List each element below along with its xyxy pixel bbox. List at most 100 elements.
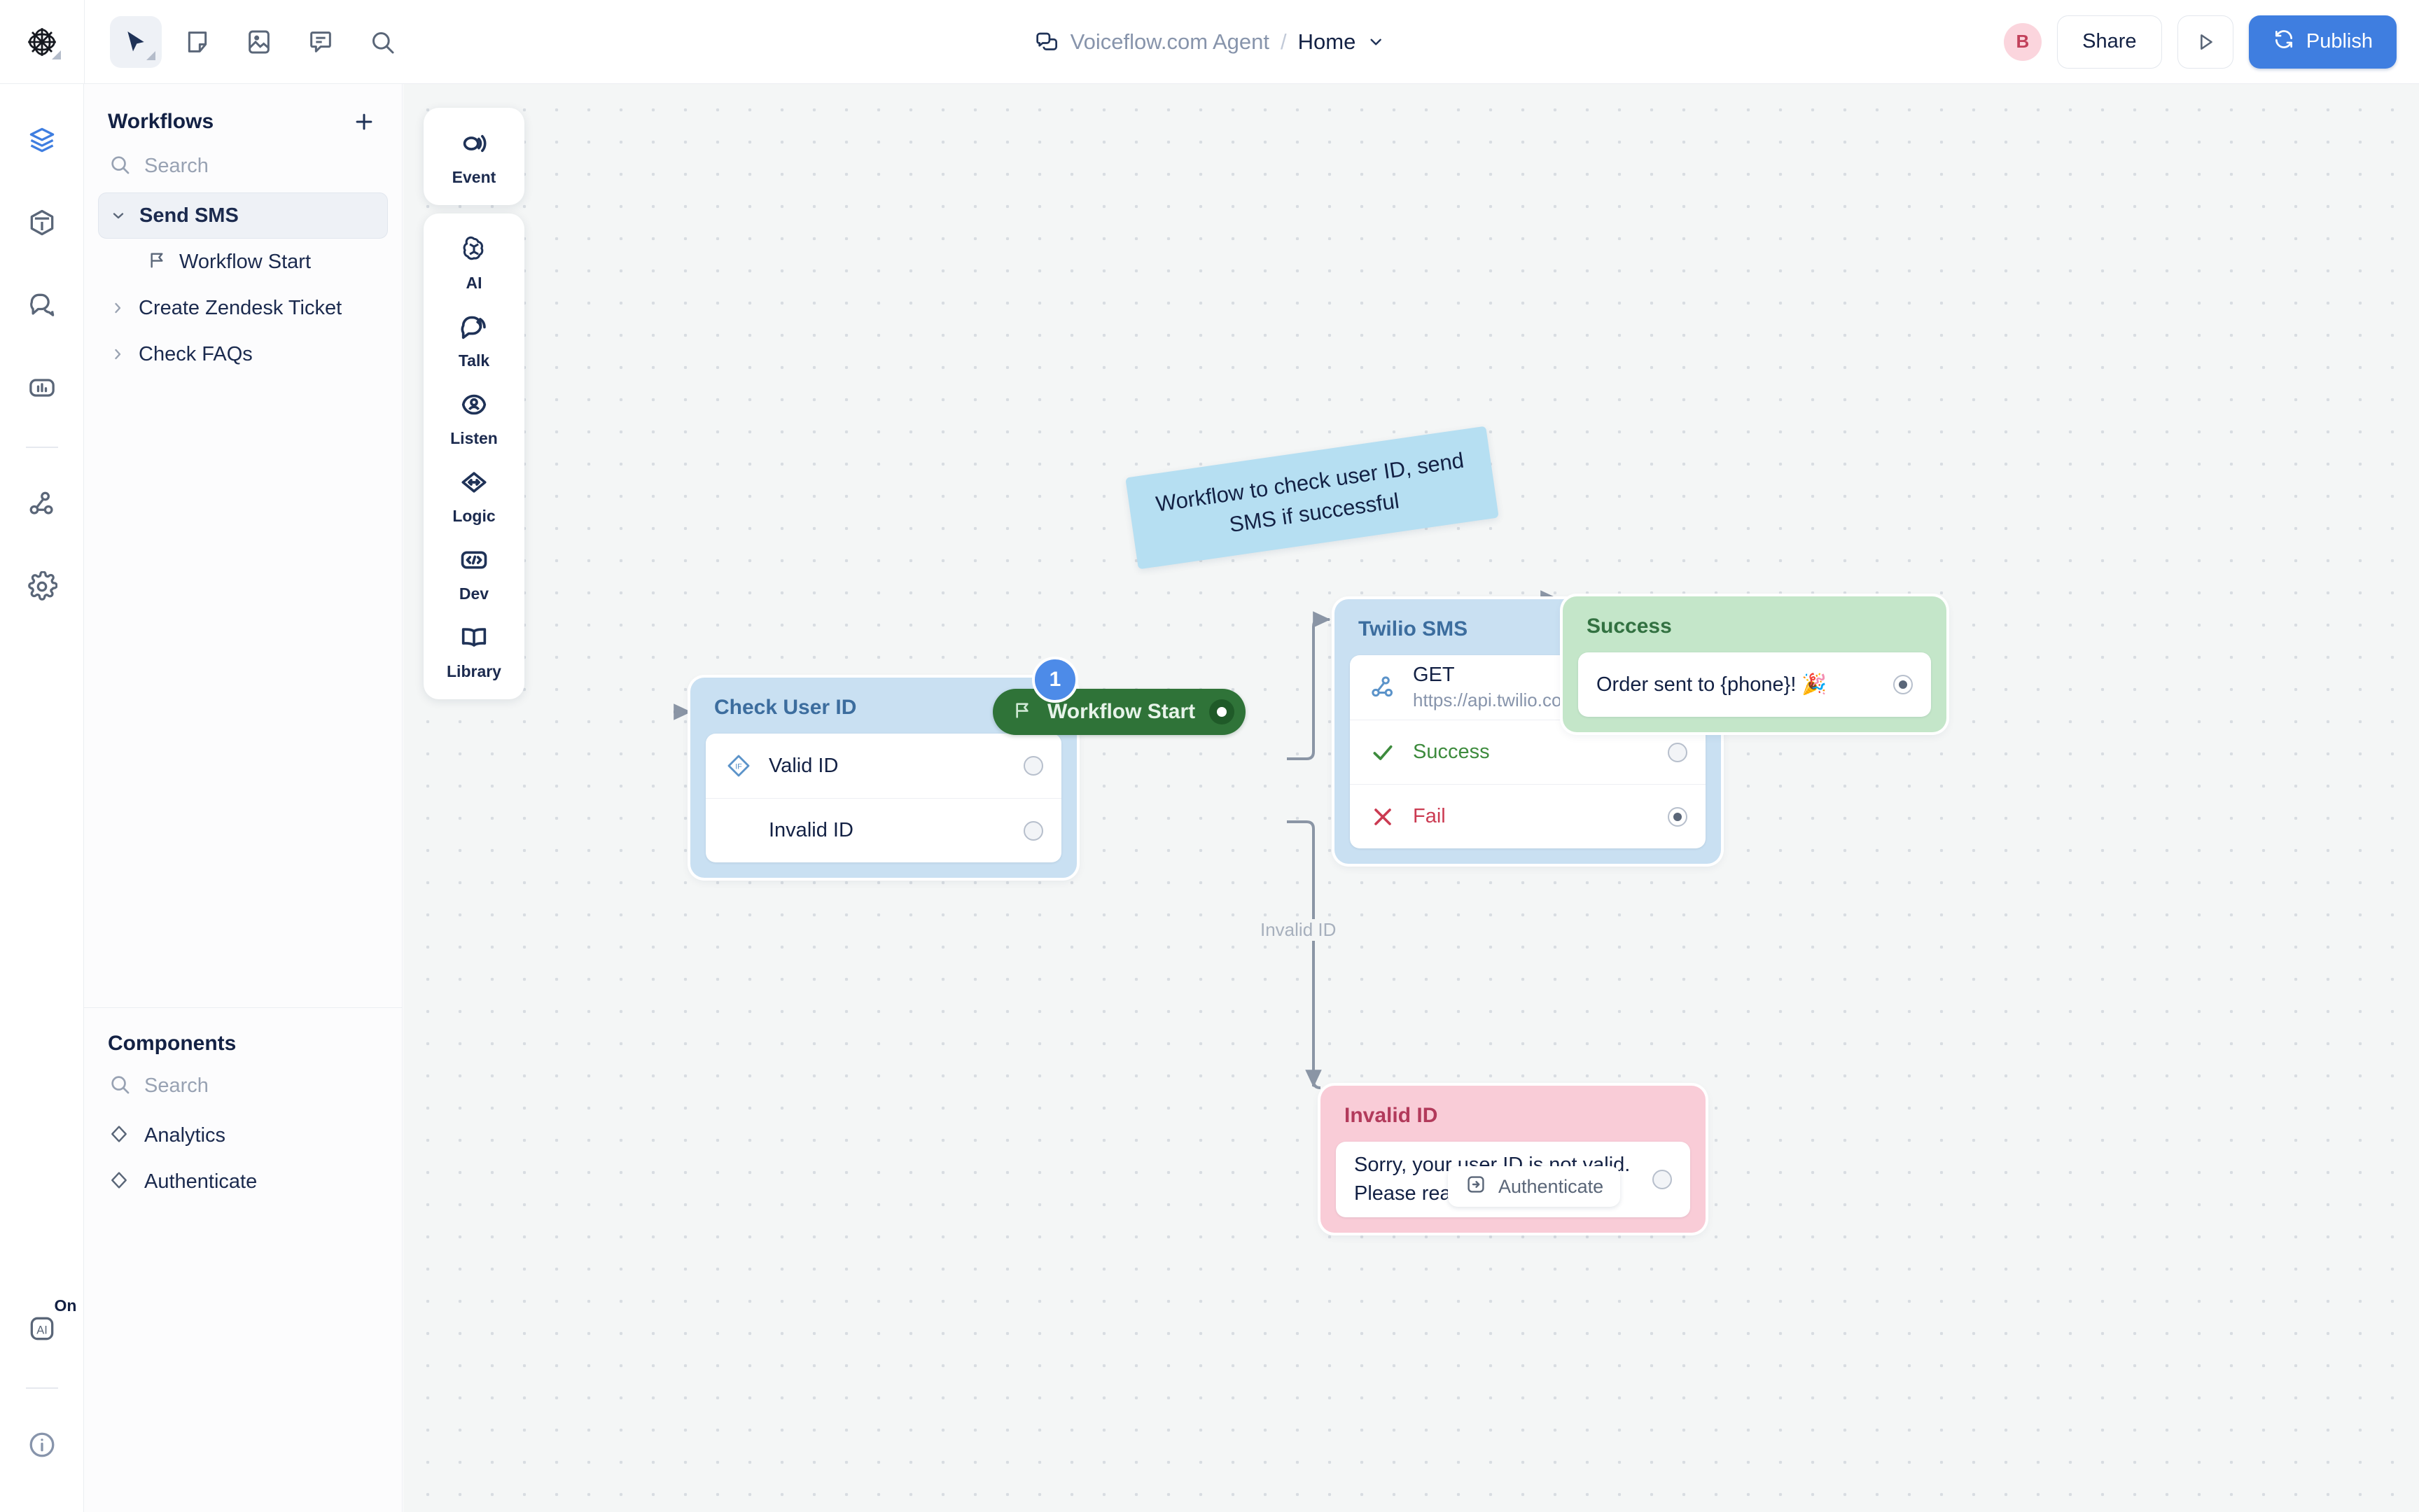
- node-body: IF Valid ID Invalid ID: [706, 734, 1061, 862]
- palette-item-talk[interactable]: Talk: [424, 301, 524, 379]
- search-tool[interactable]: [356, 16, 408, 68]
- sidebar-item-workflow-start[interactable]: Workflow Start: [136, 239, 388, 285]
- sticky-note-tool[interactable]: [172, 16, 223, 68]
- sidebar-rail-knowledge[interactable]: [17, 199, 67, 249]
- gear-icon: [27, 570, 58, 606]
- sidebar-item-label: Create Zendesk Ticket: [139, 296, 342, 319]
- palette-item-logic[interactable]: Logic: [424, 456, 524, 534]
- rail-divider: [25, 447, 58, 448]
- nodes-icon: [27, 489, 57, 523]
- components-search-input[interactable]: Search: [84, 1063, 402, 1112]
- brand-logo[interactable]: [0, 0, 84, 84]
- workflows-search-placeholder: Search: [144, 155, 209, 177]
- sidebar-item-send-sms[interactable]: Send SMS: [98, 192, 388, 239]
- sidebar-item-label: Send SMS: [139, 204, 239, 227]
- node-row-get-request[interactable]: GET https://api.twilio.com: [1350, 655, 1706, 720]
- layers-icon: [27, 125, 57, 159]
- sidebar-rail-settings[interactable]: [17, 563, 67, 613]
- palette-item-ai[interactable]: AI: [424, 223, 524, 301]
- node-row-label: Fail: [1413, 805, 1446, 827]
- cube-icon: [27, 207, 57, 241]
- breadcrumb-app[interactable]: Voiceflow.com Agent: [1070, 29, 1270, 54]
- palette-item-library[interactable]: Library: [424, 612, 524, 690]
- diamond-icon: [108, 1123, 130, 1149]
- chevron-right-icon: [108, 344, 127, 364]
- share-button[interactable]: Share: [2056, 15, 2162, 69]
- code-icon: [458, 544, 490, 580]
- chevron-down-icon[interactable]: [1367, 33, 1385, 51]
- components-search-placeholder: Search: [144, 1074, 209, 1097]
- canvas-tools: [85, 15, 408, 68]
- sidebar-item-create-zendesk-ticket[interactable]: Create Zendesk Ticket: [98, 285, 388, 331]
- publish-button[interactable]: Publish: [2248, 15, 2397, 69]
- authenticate-icon: [1465, 1173, 1487, 1200]
- ai-toggle[interactable]: AI On: [17, 1296, 77, 1355]
- svg-text:AI: AI: [36, 1324, 48, 1336]
- breadcrumb-separator: /: [1281, 29, 1287, 54]
- analytics-icon: [27, 372, 57, 407]
- event-icon: [458, 127, 490, 163]
- breadcrumb-page[interactable]: Home: [1297, 29, 1356, 54]
- avatar[interactable]: B: [2003, 22, 2042, 61]
- comment-tool[interactable]: [295, 16, 347, 68]
- logic-diamond-icon: [458, 466, 490, 502]
- node-row-success[interactable]: Success: [1350, 720, 1706, 784]
- node-port-invalid-out[interactable]: [1652, 1170, 1672, 1189]
- publish-label: Publish: [2306, 30, 2373, 52]
- workflows-sidebar: Workflows Search Send SMS Workflow Start: [84, 84, 403, 1512]
- sidebar-item-check-faqs[interactable]: Check FAQs: [98, 331, 388, 377]
- palette-group-blocks: AI Talk: [424, 214, 524, 699]
- node-row-invalid-id[interactable]: Invalid ID: [706, 798, 1061, 862]
- node-port-fail[interactable]: [1668, 806, 1687, 827]
- workflow-start-node[interactable]: Workflow Start: [993, 689, 1246, 735]
- palette-item-label: Logic: [452, 507, 496, 525]
- node-row-label: Order sent to {phone}! 🎉: [1596, 673, 1827, 696]
- ai-icon: AI: [27, 1313, 57, 1348]
- workflows-search-input[interactable]: Search: [84, 143, 402, 192]
- run-button[interactable]: [2177, 15, 2233, 69]
- palette-item-label: Dev: [459, 584, 489, 603]
- node-row-success-message[interactable]: Order sent to {phone}! 🎉: [1578, 652, 1931, 717]
- palette-item-listen[interactable]: Listen: [424, 379, 524, 456]
- workflow-start-port[interactable]: [1209, 699, 1235, 724]
- palette-item-event[interactable]: Event: [424, 118, 524, 195]
- node-port-valid-id[interactable]: [1024, 756, 1043, 776]
- listen-person-icon: [458, 388, 490, 424]
- talk-bubble-icon: [458, 311, 490, 346]
- cursor-tool[interactable]: [110, 15, 162, 68]
- component-item-analytics[interactable]: Analytics: [98, 1112, 388, 1158]
- node-port-success[interactable]: [1668, 742, 1687, 762]
- node-port-success-out[interactable]: [1893, 675, 1913, 694]
- node-port-invalid-id[interactable]: [1024, 820, 1043, 841]
- node-invalid-id[interactable]: Invalid ID Sorry, your user ID is not va…: [1320, 1086, 1706, 1233]
- page-title: Workflows: [108, 110, 214, 133]
- api-nodes-icon: [1368, 673, 1397, 702]
- info-icon: [27, 1429, 57, 1464]
- sidebar-rail-conversations[interactable]: [17, 281, 67, 332]
- node-success[interactable]: Success Order sent to {phone}! 🎉: [1563, 596, 1946, 732]
- palette-item-dev[interactable]: Dev: [424, 534, 524, 612]
- chip-authenticate[interactable]: Authenticate: [1448, 1166, 1621, 1207]
- sidebar-rail-workflows[interactable]: [17, 116, 67, 167]
- top-bar: Voiceflow.com Agent / Home B Share Pub: [0, 0, 2419, 84]
- info-button[interactable]: [17, 1421, 67, 1471]
- node-row-valid-id[interactable]: IF Valid ID: [706, 734, 1061, 798]
- add-workflow-button[interactable]: [350, 108, 378, 136]
- component-item-authenticate[interactable]: Authenticate: [98, 1158, 388, 1205]
- check-icon: [1368, 738, 1397, 767]
- workflows-header: Workflows: [84, 84, 402, 143]
- agent-chat-icon: [1034, 29, 1059, 55]
- refresh-icon: [2273, 28, 2295, 56]
- sidebar-divider: [84, 1007, 402, 1008]
- search-icon: [108, 153, 132, 180]
- palette-item-label: Event: [452, 168, 496, 186]
- ai-toggle-badge: On: [54, 1296, 77, 1315]
- rail-divider-bottom: [25, 1387, 58, 1389]
- sidebar-rail-analytics[interactable]: [17, 364, 67, 414]
- workflow-canvas[interactable]: Event AI: [403, 84, 2419, 1512]
- node-title: Invalid ID: [1344, 1104, 1438, 1127]
- image-tool[interactable]: [233, 16, 285, 68]
- sidebar-rail-integrations[interactable]: [17, 480, 67, 531]
- components-header: Components: [84, 1008, 402, 1063]
- node-row-fail[interactable]: Fail: [1350, 784, 1706, 848]
